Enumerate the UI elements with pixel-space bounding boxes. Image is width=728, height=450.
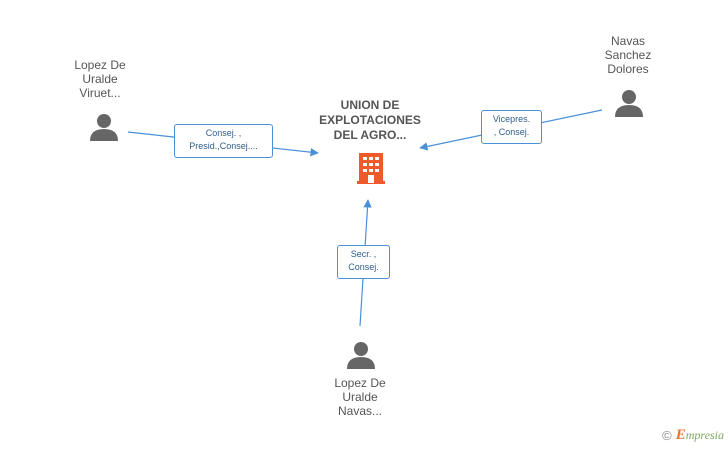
building-icon[interactable] (355, 151, 387, 185)
role-label-bottom: Secr. , Consej. (337, 245, 390, 279)
person-icon[interactable] (89, 112, 119, 142)
company-name[interactable]: UNION DE EXPLOTACIONES DEL AGRO... (319, 98, 421, 142)
role-label-left: Consej. , Presid.,Consej.... (174, 124, 273, 158)
role-label-right: Vicepres. , Consej. (481, 110, 542, 144)
copyright-symbol: © (662, 428, 672, 443)
person-name-right[interactable]: Navas Sanchez Dolores (604, 34, 652, 76)
person-icon[interactable] (614, 88, 644, 118)
person-icon[interactable] (346, 340, 376, 370)
person-name-left[interactable]: Lopez De Uralde Viruet... (74, 58, 126, 100)
person-name-bottom[interactable]: Lopez De Uralde Navas... (334, 376, 386, 418)
empresia-logo[interactable]: © E mpresia (662, 427, 724, 444)
brand-initial: E (675, 427, 686, 443)
brand-name: mpresia (685, 428, 724, 442)
